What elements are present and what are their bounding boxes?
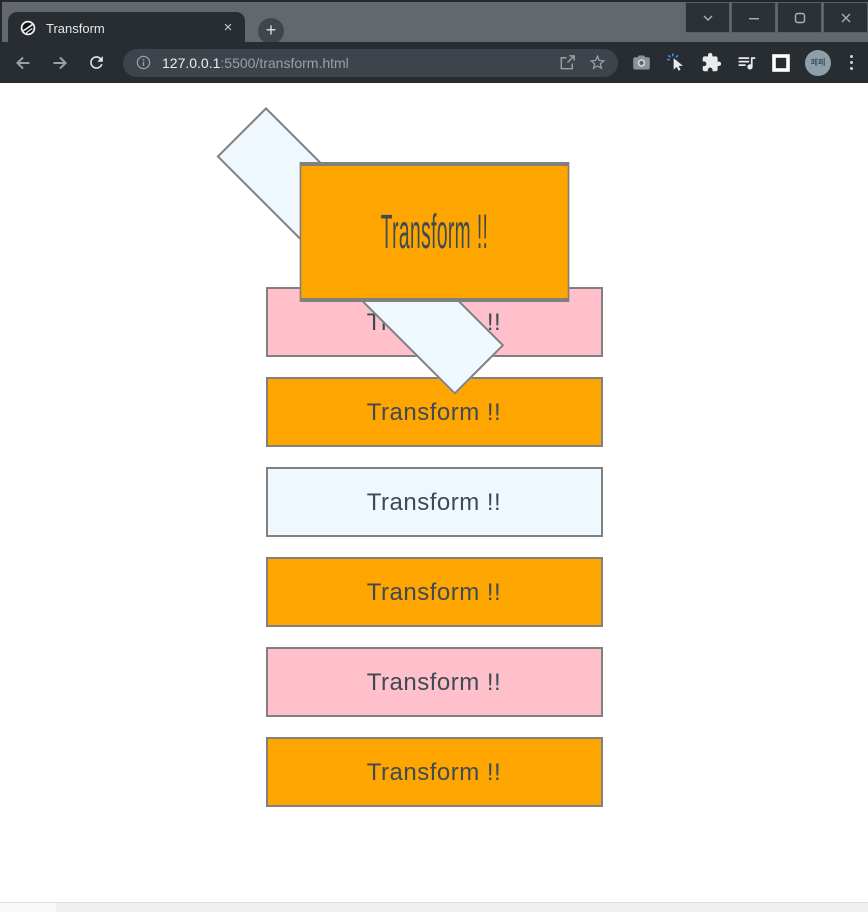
browser-menu-button[interactable] <box>844 55 858 70</box>
camera-icon <box>632 55 650 70</box>
tab-strip: Transform × + <box>0 0 868 44</box>
page-content: Transform !! Transform !! Transform !! T… <box>0 83 868 902</box>
url-bar[interactable]: 127.0.0.1:5500/transform.html <box>123 48 618 77</box>
back-arrow-icon <box>15 56 29 69</box>
playlist-music-icon <box>738 57 755 70</box>
extensions-button[interactable] <box>700 52 722 74</box>
bookmark-button[interactable] <box>586 52 608 74</box>
transform-box: Transform !! <box>265 377 603 447</box>
profile-avatar[interactable]: 페페 <box>805 49 831 76</box>
minimize-button[interactable] <box>731 2 776 33</box>
globe-favicon-icon <box>20 20 36 36</box>
share-button[interactable] <box>556 52 578 74</box>
chevron-down-icon <box>703 15 712 21</box>
reload-button[interactable] <box>84 50 109 75</box>
puzzle-icon <box>702 52 721 72</box>
sidepanel-extension-button[interactable] <box>770 52 792 74</box>
square-outline-icon <box>772 53 790 72</box>
close-icon <box>841 13 850 22</box>
tab-title: Transform <box>46 20 105 36</box>
url-path: :5500/transform.html <box>220 54 349 71</box>
minimize-icon <box>748 17 759 19</box>
window-menu-button[interactable] <box>685 2 730 33</box>
reload-icon <box>90 56 103 69</box>
close-window-button[interactable] <box>823 2 868 33</box>
tab-close-icon[interactable]: × <box>223 19 233 36</box>
tab-transform[interactable]: Transform × <box>8 12 245 44</box>
screenshot-extension-button[interactable] <box>630 52 652 74</box>
maximize-button[interactable] <box>777 2 822 33</box>
media-extension-button[interactable] <box>735 52 757 74</box>
window-controls <box>684 2 868 33</box>
back-button[interactable] <box>10 50 35 75</box>
maximize-icon <box>794 12 805 23</box>
autoclick-extension-button[interactable] <box>665 52 687 74</box>
transform-box: Transform !! <box>265 467 603 537</box>
scrollbar-corner <box>0 903 56 912</box>
browser-toolbar: 127.0.0.1:5500/transform.html <box>0 42 868 83</box>
url-host: 127.0.0.1 <box>162 54 221 71</box>
url-text[interactable]: 127.0.0.1:5500/transform.html <box>162 55 548 71</box>
new-tab-button[interactable]: + <box>258 18 284 44</box>
transform-box-scaled: Transform !! <box>299 162 569 302</box>
forward-arrow-icon <box>53 56 67 69</box>
horizontal-scrollbar[interactable] <box>0 902 868 912</box>
star-icon <box>589 54 605 70</box>
forward-button[interactable] <box>47 50 72 75</box>
site-info-icon[interactable] <box>135 54 152 71</box>
share-icon <box>560 55 575 70</box>
transform-box: Transform !! <box>265 737 603 807</box>
transform-box: Transform !! <box>265 647 603 717</box>
cursor-click-icon <box>666 53 683 71</box>
extensions-area: 페페 <box>630 49 858 76</box>
transform-box: Transform !! <box>265 557 603 627</box>
